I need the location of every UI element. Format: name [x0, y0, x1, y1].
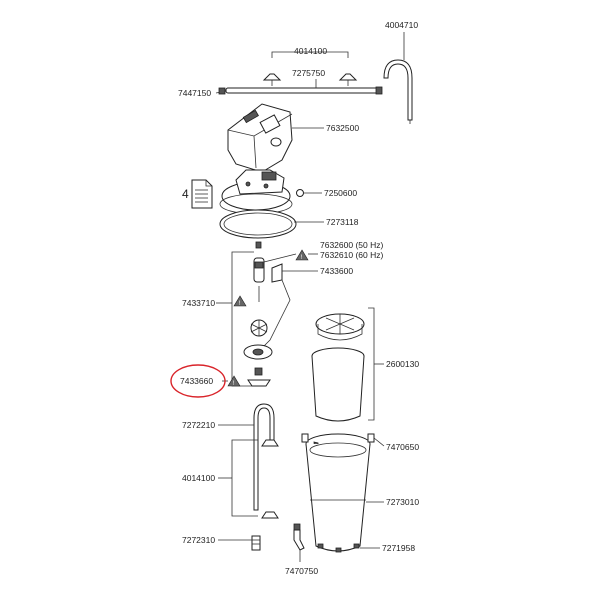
label-7470750: 7470750 — [285, 566, 318, 576]
intake-tube-7272210 — [253, 403, 275, 511]
label-7275750: 7275750 — [292, 68, 325, 78]
sealing-ring-7273118 — [219, 209, 297, 239]
label-2600130: 2600130 — [386, 359, 419, 369]
label-manual: 4 — [182, 187, 189, 201]
strainer-7272310 — [251, 535, 261, 551]
end-cap-7447150 — [218, 87, 226, 95]
canister-7273010 — [305, 433, 371, 552]
filter-basket-top — [315, 313, 365, 341]
svg-text:!: ! — [239, 301, 241, 307]
bracket-4014100-top — [271, 51, 349, 58]
suction-cup-right — [338, 73, 358, 86]
impeller — [250, 319, 268, 337]
label-7273010: 7273010 — [386, 497, 419, 507]
spray-bar-7275750 — [225, 86, 383, 95]
label-7273118: 7273118 — [326, 217, 359, 227]
o-ring-7250600 — [296, 189, 304, 197]
bracket-2600130 — [368, 307, 375, 421]
svg-text:!: ! — [233, 381, 235, 387]
label-7470650: 7470650 — [386, 442, 419, 452]
suction-cup-left — [262, 73, 282, 86]
leader-7470650 — [373, 437, 385, 447]
suction-cup-lower-top — [261, 439, 279, 447]
label-7447150: 7447150 — [178, 88, 211, 98]
warning-triangle-icon: ! — [295, 249, 309, 261]
pump-head-7632500 — [227, 103, 293, 173]
feet-7271958 — [317, 543, 360, 553]
highlight-circle-7433660 — [170, 364, 226, 398]
rotor-7632600 — [253, 257, 265, 283]
outlet-pipe-4004710 — [383, 59, 413, 124]
label-7433600: 7433600 — [320, 266, 353, 276]
impeller-cover-7433600 — [261, 263, 291, 349]
label-7250600: 7250600 — [324, 188, 357, 198]
svg-text:!: ! — [301, 255, 303, 261]
label-4014100-bottom: 4014100 — [182, 473, 215, 483]
label-7272210: 7272210 — [182, 420, 215, 430]
manual-document-icon — [191, 179, 213, 209]
leader-7632600 — [263, 253, 297, 263]
label-7433660: 7433660 — [180, 376, 213, 386]
label-7433710: 7433710 — [182, 298, 215, 308]
warning-triangle-icon: ! — [233, 295, 247, 307]
label-7632600: 7632600 (50 Hz) — [320, 240, 383, 250]
motor-unit — [219, 169, 293, 215]
label-4014100-top: 4014100 — [294, 46, 327, 56]
warning-triangle-icon: ! — [227, 375, 241, 387]
label-7632610: 7632610 (60 Hz) — [320, 250, 383, 260]
label-7272310: 7272310 — [182, 535, 215, 545]
bearing-7433660 — [247, 367, 271, 387]
label-7632500: 7632500 — [326, 123, 359, 133]
impeller-bushing — [255, 241, 262, 249]
bracket-7433710 — [231, 251, 254, 387]
filter-container-2600130 — [311, 347, 365, 422]
suction-cup-lower-bottom — [261, 511, 279, 519]
label-7271958: 7271958 — [382, 543, 415, 553]
hose-connector-7470750 — [293, 523, 305, 551]
label-4004710: 4004710 — [385, 20, 418, 30]
